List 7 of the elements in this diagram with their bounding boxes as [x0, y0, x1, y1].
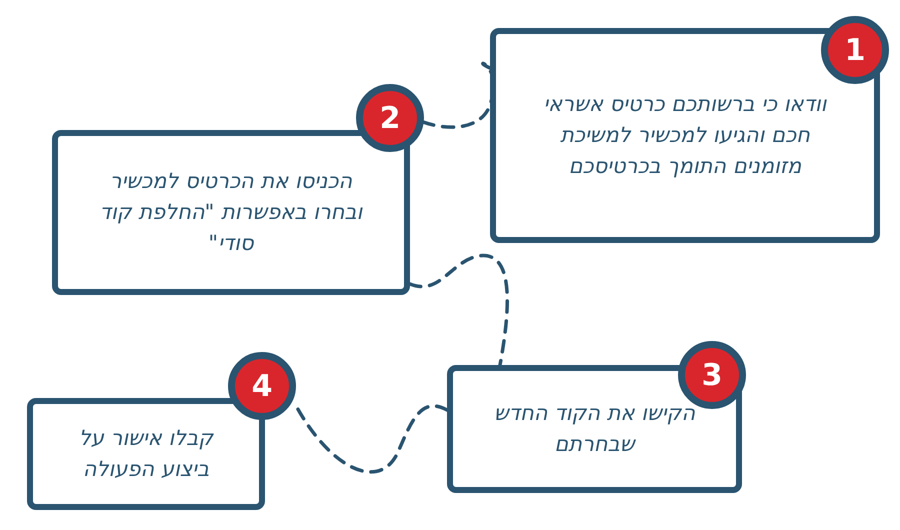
number-badge: 4: [228, 352, 296, 420]
step-box: קבלו אישור על ביצוע הפעולה: [27, 398, 265, 510]
number-badge: 2: [356, 84, 424, 152]
dashed-connector: [408, 254, 509, 367]
number-badge: 1: [821, 16, 889, 84]
step-box: הכניסו את הכרטיס למכשיר ובחרו באפשרות "החלפת קוד סודי": [52, 130, 410, 295]
number-badge: 3: [678, 341, 746, 409]
